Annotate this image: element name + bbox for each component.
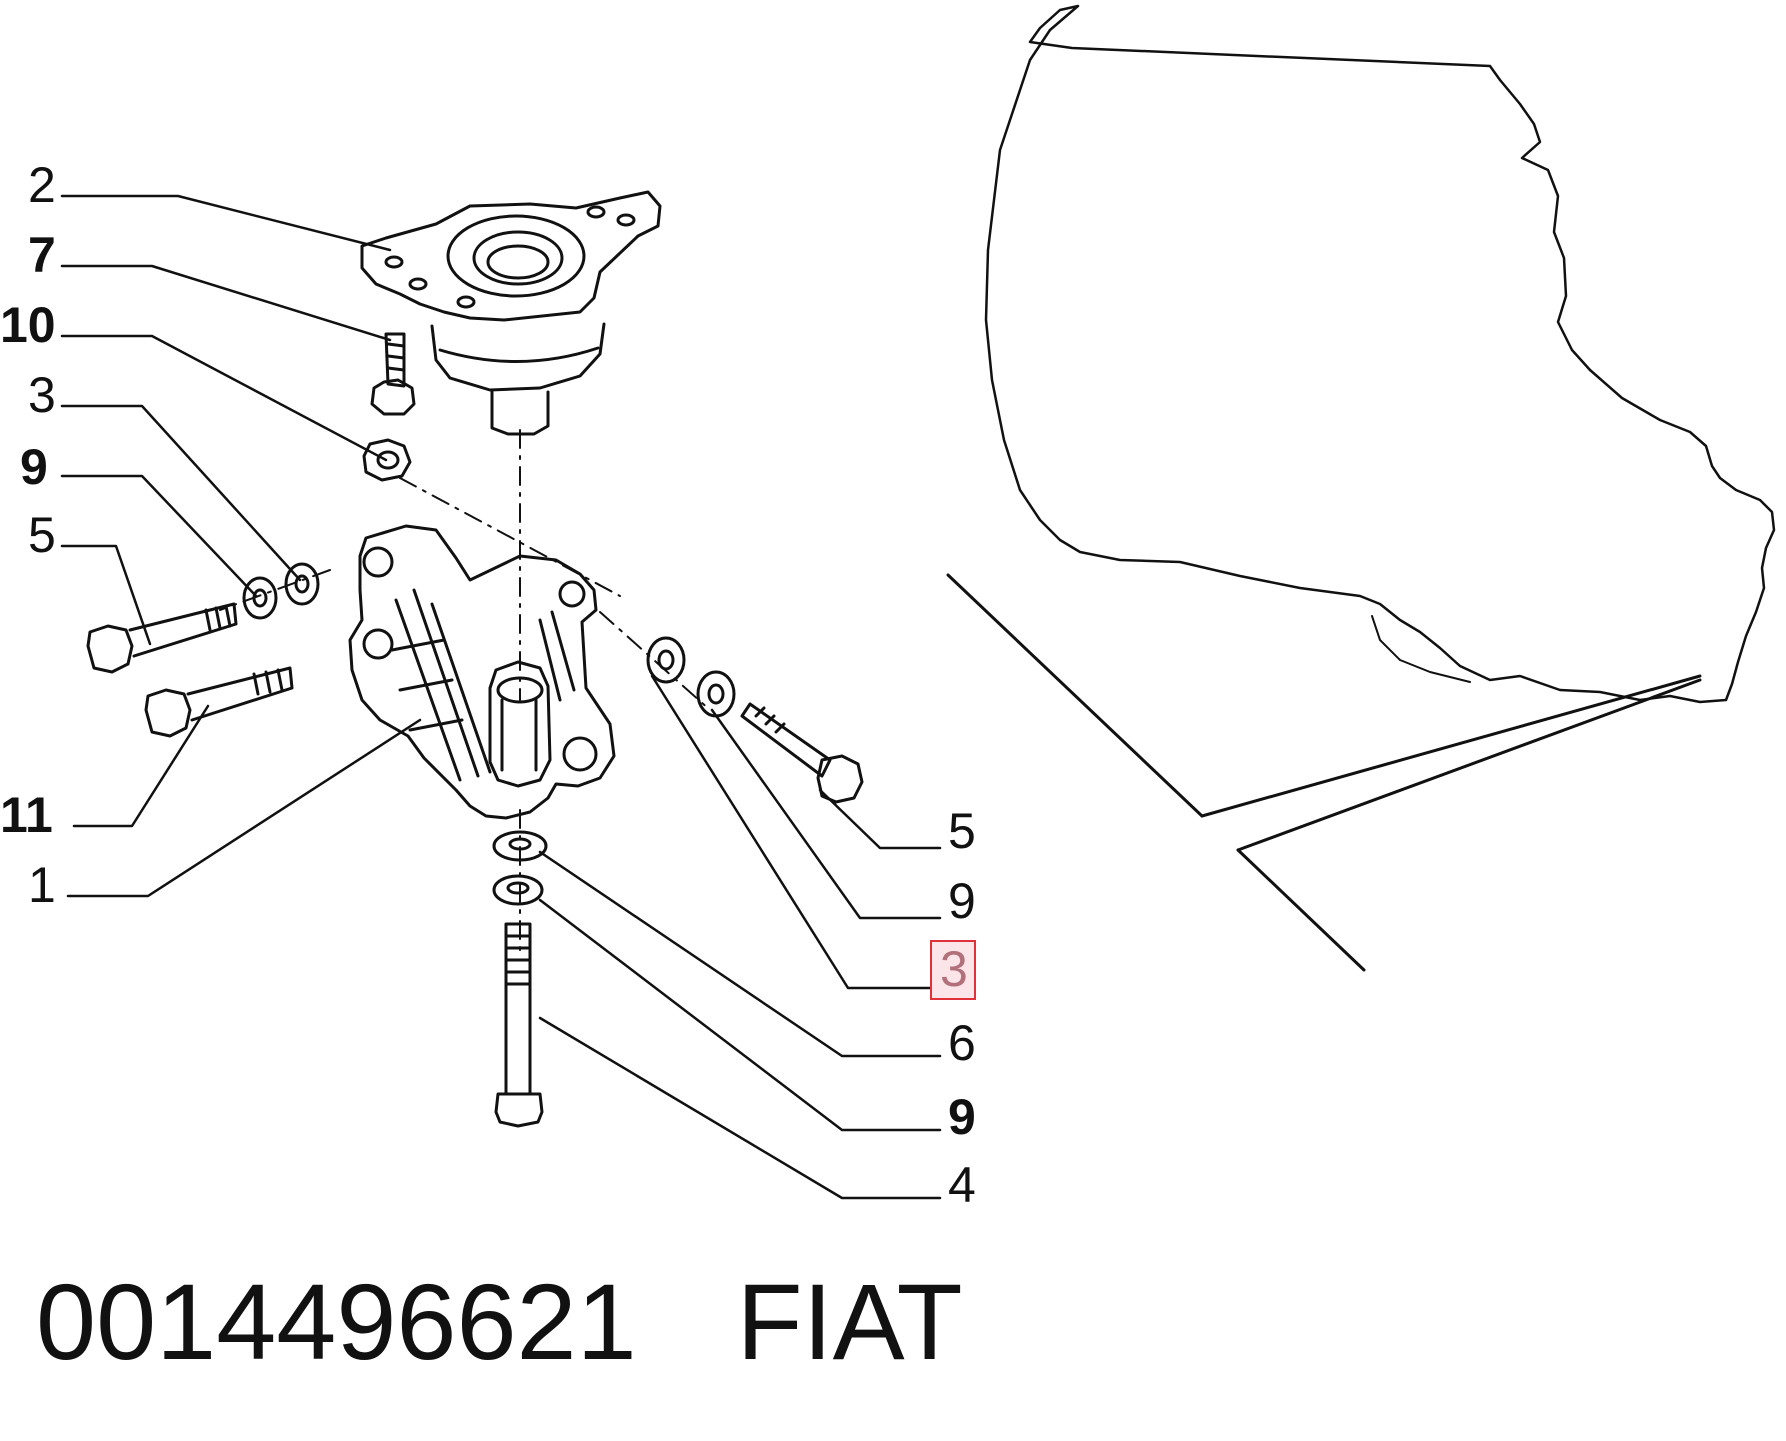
callout-5-right[interactable]: 5 (948, 803, 976, 859)
part-number: 0014496621 (36, 1261, 637, 1382)
callout-4[interactable]: 4 (948, 1157, 976, 1213)
callout-3-right-highlighted[interactable]: 3 (930, 940, 976, 1000)
callout-1[interactable]: 1 (28, 857, 56, 913)
bolt-right-part-5 (740, 702, 864, 804)
callout-6[interactable]: 6 (948, 1015, 976, 1071)
leader-lines (60, 194, 942, 1200)
bolt-part-4 (494, 922, 544, 1128)
bolt-left-part-5 (86, 602, 238, 674)
callout-11[interactable]: 11 (0, 787, 53, 843)
brand-name: FIAT (736, 1261, 963, 1382)
washer-right-3 (646, 636, 686, 684)
gearbox-pointer-lines (946, 573, 1702, 972)
washer-right-9 (696, 670, 736, 718)
callout-2[interactable]: 2 (28, 157, 56, 213)
callout-9-left[interactable]: 9 (20, 439, 48, 495)
gearbox-outline (984, 4, 1776, 704)
gearbox-inner-edge (1371, 615, 1471, 683)
callout-7[interactable]: 7 (28, 227, 56, 283)
callout-3-left[interactable]: 3 (28, 367, 56, 423)
bracket-part-1 (348, 524, 616, 820)
washer-left-3 (284, 562, 320, 606)
nut-part-10 (362, 438, 412, 482)
upper-mount-part-2 (360, 190, 662, 436)
callout-10[interactable]: 10 (0, 297, 56, 353)
callout-9-right[interactable]: 9 (948, 873, 976, 929)
washer-bottom-6 (492, 830, 548, 862)
callout-9-bottom[interactable]: 9 (948, 1089, 976, 1145)
washer-bottom-9 (492, 874, 544, 906)
bolt-part-11 (144, 666, 294, 738)
assembly-axes (219, 429, 711, 951)
washer-left-9 (242, 576, 278, 620)
stud-bolt-part-7 (370, 332, 416, 416)
callout-5-left[interactable]: 5 (28, 507, 56, 563)
